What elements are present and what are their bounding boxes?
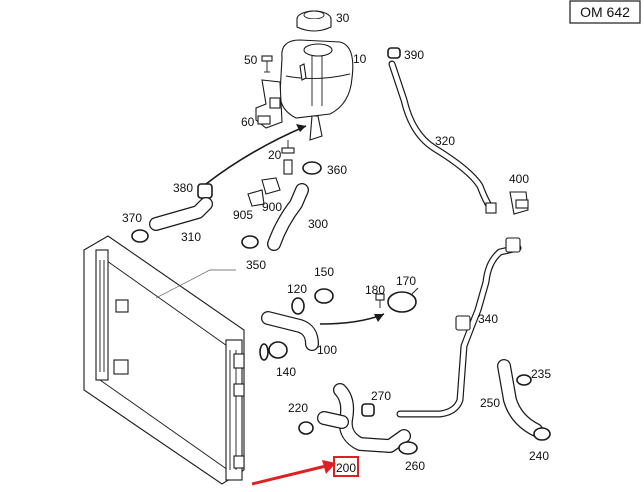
bolt-50: [261, 55, 273, 73]
callout-180: 180: [365, 283, 385, 297]
callout-300: 300: [308, 217, 328, 231]
clamp-140: [259, 341, 288, 361]
callout-270: 270: [371, 389, 391, 403]
callout-60: 60: [241, 115, 255, 129]
pipe-340: [396, 237, 522, 418]
callout-260: 260: [405, 459, 425, 473]
hose-300: [267, 183, 309, 251]
callout-310: 310: [181, 230, 201, 244]
callout-400: 400: [509, 172, 529, 186]
fitting-400: [509, 191, 529, 215]
clamp-120: [291, 297, 305, 315]
highlight-box-200: [333, 456, 359, 477]
clamp-220: [298, 421, 314, 435]
callout-140: 140: [276, 365, 296, 379]
callout-370: 370: [122, 211, 142, 225]
clamp-150: [314, 288, 334, 304]
highlight-arrow: [251, 460, 336, 486]
callout-380: 380: [173, 181, 193, 195]
sensor-20: [281, 140, 295, 175]
arrow-to-hose-100-head: [374, 314, 384, 322]
expansion-tank: [255, 10, 354, 141]
callout-200: 200: [336, 461, 356, 475]
bolt-180: [375, 293, 385, 308]
callout-900: 900: [262, 200, 282, 214]
callout-360: 360: [327, 163, 347, 177]
arrow-to-tank: [205, 125, 307, 185]
callout-10: 10: [353, 52, 367, 66]
callout-235: 235: [531, 367, 551, 381]
clamp-240: [533, 427, 551, 441]
callout-350: 350: [246, 258, 266, 272]
hose-200: [317, 383, 411, 453]
clamp-270: [361, 403, 375, 417]
clamp-390: [387, 47, 401, 59]
callout-120: 120: [287, 282, 307, 296]
callout-250: 250: [480, 396, 500, 410]
callout-390: 390: [404, 48, 424, 62]
clamp-260: [398, 441, 418, 455]
callout-320: 320: [435, 134, 455, 148]
clamp-170: [387, 287, 419, 313]
engine-tag: OM 642: [569, 0, 641, 24]
hose-900: [247, 177, 281, 207]
leader-radiator: [155, 269, 236, 299]
clamp-380: [197, 183, 213, 199]
radiator: [83, 235, 245, 485]
hose-310: [149, 197, 213, 231]
clamp-370: [131, 229, 149, 243]
callout-20: 20: [268, 148, 282, 162]
hose-320: [388, 60, 497, 214]
hose-250: [497, 359, 543, 437]
callout-150: 150: [314, 265, 334, 279]
callout-240: 240: [529, 449, 549, 463]
callout-50: 50: [244, 53, 258, 67]
engine-tag-text: OM 642: [580, 4, 630, 20]
clamp-360: [302, 161, 322, 175]
callout-30: 30: [336, 11, 350, 25]
arrow-to-tank-head: [296, 124, 306, 132]
clamp-235: [516, 374, 532, 386]
callout-labels: 30 10 50 390 60 320 20 360 380 400 900 9…: [122, 11, 551, 475]
callout-100: 100: [317, 343, 337, 357]
arrow-to-hose-100: [319, 313, 385, 325]
clamp-350: [241, 235, 259, 249]
callout-905: 905: [233, 208, 253, 222]
hose-100: [261, 311, 319, 351]
callout-170: 170: [396, 274, 416, 288]
callout-340: 340: [478, 312, 498, 326]
callout-220: 220: [288, 401, 308, 415]
